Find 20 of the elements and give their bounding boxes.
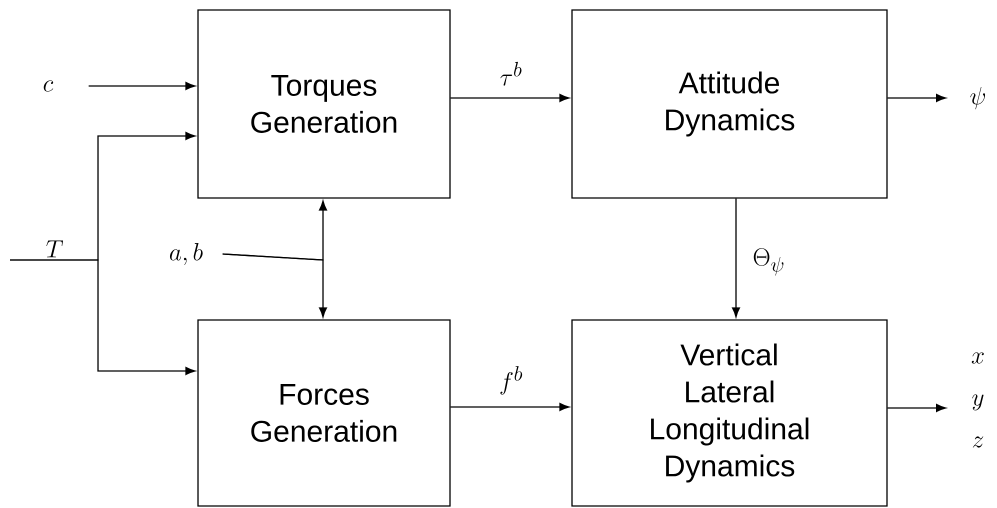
arrow xyxy=(888,94,946,102)
arrow xyxy=(10,259,196,375)
arrow xyxy=(450,402,570,411)
edge-label: $\Theta_\psi$ xyxy=(750,246,787,278)
process-box: Vertical Lateral Longitudinal Dynamics xyxy=(571,319,888,507)
arrow xyxy=(732,198,740,318)
input-label: $T$ xyxy=(46,240,64,258)
arrow xyxy=(450,94,570,102)
process-box: Torques Generation xyxy=(197,9,451,199)
process-box: Attitude Dynamics xyxy=(571,9,888,199)
process-box: Forces Generation xyxy=(197,319,451,507)
edge-label: $\tau^b$ xyxy=(498,60,524,88)
input-label: $c$ xyxy=(44,80,54,92)
arrow xyxy=(88,82,196,90)
edge-label: $f^b$ xyxy=(497,364,525,396)
output-label: $x$ $y$ $z$ xyxy=(972,352,984,448)
arrow xyxy=(222,253,328,318)
output-label: $\psi$ xyxy=(970,86,986,110)
arrow xyxy=(888,404,946,412)
input-label: $a,b$ xyxy=(170,242,203,266)
